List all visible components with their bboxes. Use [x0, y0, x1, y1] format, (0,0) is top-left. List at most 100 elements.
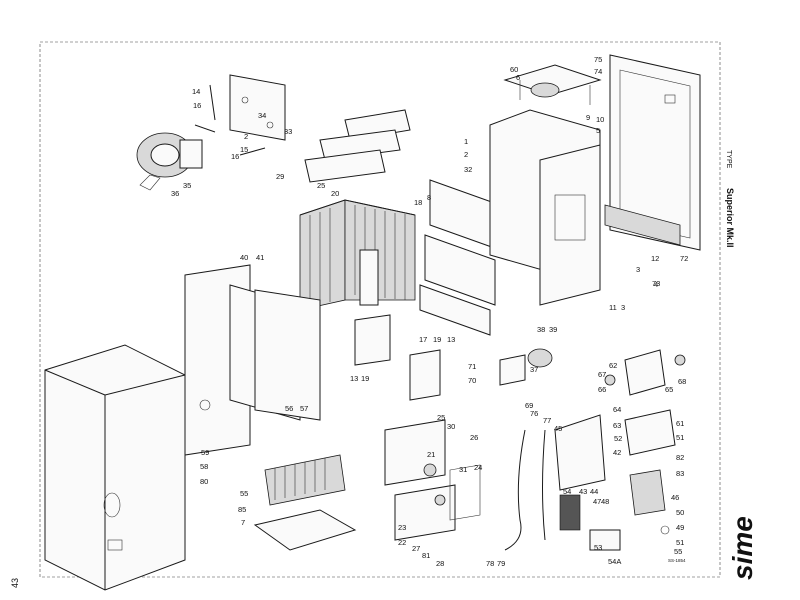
callout-label: 85 — [238, 505, 246, 514]
callout-label: 54 — [563, 487, 571, 496]
callout-label: 65 — [665, 385, 673, 394]
callout-label: 16 — [193, 101, 201, 110]
callout-label: 21 — [427, 450, 435, 459]
callout-label: 55 — [674, 547, 682, 556]
flue-baffles — [304, 109, 411, 183]
callout-label: 28 — [436, 559, 444, 568]
type-label: TYPE — [725, 150, 732, 169]
callout-label: 63 — [613, 421, 621, 430]
callout-label: 64 — [613, 405, 621, 414]
callout-label: 51 — [676, 433, 684, 442]
callout-label: 20 — [331, 189, 339, 198]
callout-label: 17 — [419, 335, 427, 344]
callout-label: 60 — [510, 65, 518, 74]
boiler-frame — [489, 64, 602, 306]
callout-label: 71 — [468, 362, 476, 371]
callout-label: 13 — [447, 335, 455, 344]
callout-label: 81 — [422, 551, 430, 560]
callout-label: 62 — [609, 361, 617, 370]
callout-label: 14 — [192, 87, 200, 96]
callout-label: 83 — [676, 469, 684, 478]
callout-label: 78 — [486, 559, 494, 568]
callout-label: 45 — [554, 424, 562, 433]
callout-label: 50 — [676, 508, 684, 517]
fan-assembly — [136, 132, 203, 191]
outer-casing — [44, 344, 186, 591]
callout-label: 33 — [284, 127, 292, 136]
callout-label: 82 — [676, 453, 684, 462]
gas-valve-electronics — [604, 349, 686, 535]
callout-label: 72 — [680, 254, 688, 263]
model-name: Superior Mk.II — [725, 188, 735, 248]
callout-label: 22 — [398, 538, 406, 547]
callout-label: 8 — [427, 193, 431, 202]
callout-label: 25 — [437, 413, 445, 422]
callout-label: 54A — [608, 557, 621, 566]
callout-label: 25 — [317, 181, 325, 190]
callout-label: 75 — [594, 55, 602, 64]
callout-label: 57 — [300, 404, 308, 413]
callout-label: 55 — [240, 489, 248, 498]
callout-label: 6 — [516, 73, 520, 82]
burner — [253, 454, 357, 551]
callout-label: 27 — [412, 544, 420, 553]
drawing-code: SS-1854 — [668, 558, 686, 563]
callout-label: 69 — [525, 401, 533, 410]
callout-label: 1 — [464, 137, 468, 146]
callout-label: 2 — [464, 150, 468, 159]
callout-label: 37 — [530, 365, 538, 374]
callout-label: 48 — [601, 497, 609, 506]
callout-label: 77 — [543, 416, 551, 425]
callout-label: 49 — [676, 523, 684, 532]
callout-label: 38 — [537, 325, 545, 334]
callout-label: 74 — [594, 67, 602, 76]
callout-label: 42 — [613, 448, 621, 457]
callout-label: 59 — [201, 448, 209, 457]
callout-label: 26 — [470, 433, 478, 442]
control-components — [554, 414, 621, 551]
callout-label: 24 — [474, 463, 482, 472]
brand-logo: sime — [727, 516, 758, 580]
callout-label: 4 — [654, 280, 658, 289]
callout-label: 35 — [183, 181, 191, 190]
front-door-panel — [604, 54, 701, 251]
callout-label: 10 — [596, 115, 604, 124]
callout-label: 51 — [676, 538, 684, 547]
callout-label: 3 — [636, 265, 640, 274]
callout-label: 44 — [590, 487, 598, 496]
drawing-frame — [39, 41, 721, 578]
callout-label: 3 — [621, 303, 625, 312]
callout-label: 67 — [598, 370, 606, 379]
callout-label: 30 — [447, 422, 455, 431]
brand-logo-text: sime — [727, 516, 758, 580]
callout-label: 29 — [276, 172, 284, 181]
callout-label: 2 — [244, 132, 248, 141]
callout-label: 68 — [678, 377, 686, 386]
fan-brackets — [194, 74, 286, 156]
callout-label: 66 — [598, 385, 606, 394]
callout-label: 12 — [651, 254, 659, 263]
page-number: 43 — [10, 578, 20, 588]
callout-label: 70 — [468, 376, 476, 385]
callout-label: 46 — [671, 493, 679, 502]
callout-label: 56 — [285, 404, 293, 413]
callout-label: 15 — [240, 145, 248, 154]
callout-label: 19 — [361, 374, 369, 383]
callout-label: 13 — [350, 374, 358, 383]
callout-label: 18 — [414, 198, 422, 207]
callout-label: 5 — [596, 126, 600, 135]
callout-label: 58 — [200, 462, 208, 471]
callout-label: 9 — [586, 113, 590, 122]
callout-label: 41 — [256, 253, 264, 262]
heat-exchanger — [299, 199, 416, 311]
callout-label: 11 — [609, 303, 617, 312]
gas-manifold — [384, 419, 481, 541]
flexible-pipes — [504, 429, 546, 551]
callout-label: 79 — [497, 559, 505, 568]
callout-label: 80 — [200, 477, 208, 486]
callout-label: 40 — [240, 253, 248, 262]
callout-label: 43 — [579, 487, 587, 496]
side-panels — [184, 264, 321, 456]
